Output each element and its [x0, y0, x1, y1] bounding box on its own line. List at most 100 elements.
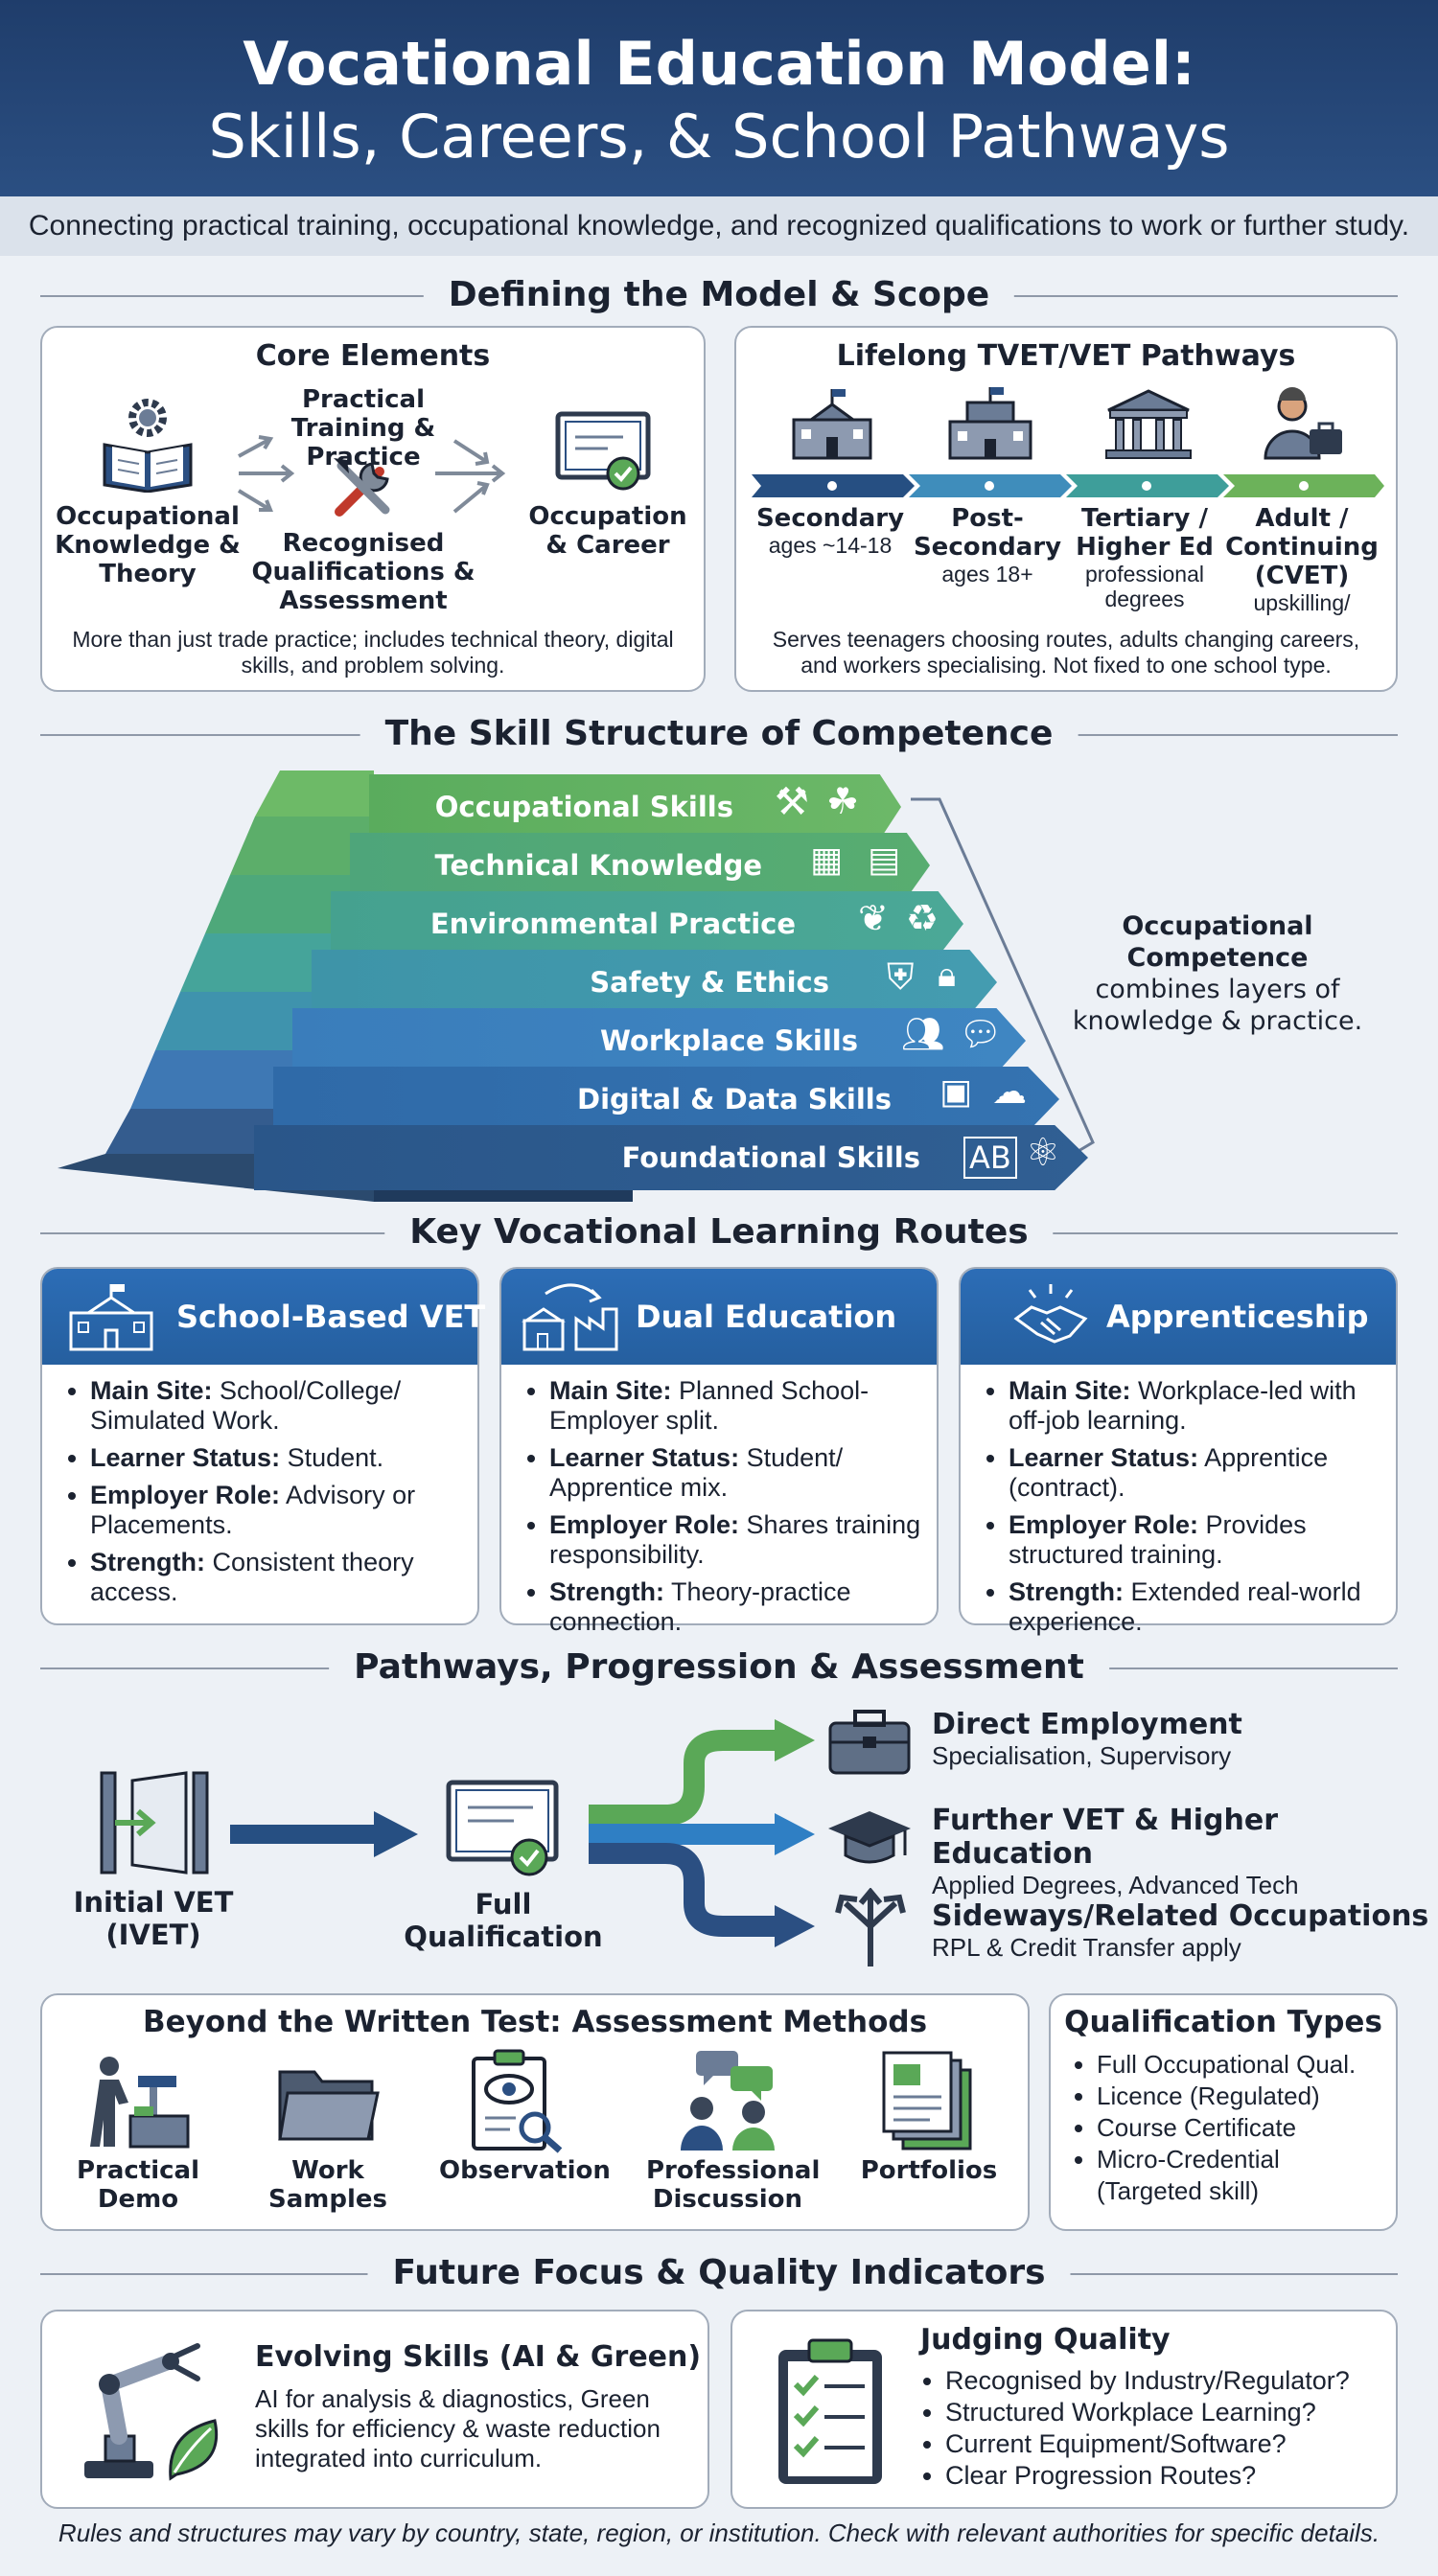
pyramid-layer-occupational: Occupational Skills [369, 774, 901, 840]
method-label: Work Samples [268, 2156, 387, 2214]
lifelong-note: Serves teenagers choosing routes, adults… [772, 627, 1360, 678]
route-detail-item: Learner Status: Apprentice (contract). [1009, 1443, 1380, 1503]
section-title: Future Focus & Quality Indicators [367, 2250, 1071, 2296]
checklist-clipboard-icon [778, 2338, 882, 2484]
calculator-icon: ▤ [868, 840, 901, 880]
practical-demo-icon [90, 2057, 190, 2149]
layer-label: Occupational Skills [434, 791, 733, 823]
full-qualification-label: Full Qualification [404, 1888, 603, 1953]
tools-icon [334, 458, 390, 517]
outcome-sideways: Sideways/Related Occupations RPL & Credi… [932, 1899, 1428, 1963]
occupational-knowledge-label: Occupational Knowledge & Theory [55, 502, 241, 588]
leaf-icon: ❦ [858, 897, 889, 939]
stage-name: Post-Secondary [913, 504, 1062, 562]
qual-type-item: Licence (Regulated) [1097, 2081, 1384, 2112]
outcome-subtitle: RPL & Credit Transfer apply [932, 1933, 1241, 1962]
tools-icon: ⚒ [775, 780, 809, 824]
split-arrows-icon [835, 1888, 906, 1966]
outcome-subtitle: Specialisation, Supervisory [932, 1741, 1232, 1770]
stage-name: Adult / Continuing (CVET) [1225, 504, 1379, 590]
practical-training-label: Practical Training & Practice [290, 385, 436, 472]
stage-detail: upskilling/ [1253, 590, 1351, 615]
layer-label: Safety & Ethics [590, 966, 829, 999]
university-building-icon [1105, 389, 1192, 459]
lock-icon: 🔒︎ [938, 955, 957, 995]
stage-detail: ages 18+ [941, 562, 1033, 586]
certificate-icon [555, 411, 651, 491]
route-card-school-based: School-Based VET Main Site: School/Colle… [40, 1267, 485, 1625]
stage-detail: professional degrees [1084, 562, 1205, 611]
route-header: School-Based VET [42, 1269, 485, 1365]
chart-icon: ▦ [810, 840, 844, 880]
core-elements-note: More than just trade practice; includes … [72, 627, 674, 678]
route-detail-item: Learner Status: Student/ Apprentice mix. [549, 1443, 921, 1503]
observation-icon [472, 2049, 563, 2153]
team-icon: 👥︎ [901, 1015, 945, 1054]
stage-adult: Adult / Continuing (CVET) upskilling/ [1223, 504, 1380, 615]
qual-types-title: Qualification Types [1064, 2005, 1382, 2039]
route-card-dual-education: Dual Education Main Site: Planned School… [499, 1267, 939, 1636]
qual-type-item: Full Occupational Qual. [1097, 2049, 1384, 2081]
initial-vet-label: Initial VET (IVET) [73, 1886, 234, 1951]
handshake-icon [1013, 1284, 1088, 1344]
quality-item: Recognised by Industry/Regulator? [945, 2365, 1405, 2397]
method-label: Practical Demo [76, 2156, 200, 2214]
page-title-line1: Vocational Education Model: [243, 29, 1195, 99]
route-title: Apprenticeship [1106, 1299, 1369, 1335]
route-card-apprenticeship: Apprenticeship Main Site: Workplace-led … [959, 1267, 1398, 1636]
stage-name: Tertiary / Higher Ed [1076, 504, 1214, 562]
section-title: The Skill Structure of Competence [360, 711, 1078, 757]
evolving-skills-text: AI for analysis & diagnostics, Green ski… [255, 2384, 661, 2472]
stage-post-secondary: Post-Secondary ages 18+ [909, 504, 1066, 586]
outcome-subtitle: Applied Degrees, Advanced Tech [932, 1871, 1299, 1899]
layer-label: Workplace Skills [600, 1024, 858, 1057]
route-details: Main Site: Workplace-led with off-job le… [984, 1376, 1380, 1644]
folder-icon [278, 2070, 380, 2141]
book-gear-icon [103, 399, 193, 493]
assessment-methods-card: Beyond the Written Test: Assessment Meth… [40, 1993, 1030, 2231]
certificate-icon [446, 1780, 559, 1876]
stage-detail: ages ~14-18 [768, 533, 893, 558]
section-heading-skill-structure: The Skill Structure of Competence [40, 711, 1398, 757]
judging-quality-card: Judging Quality Recognised by Industry/R… [731, 2310, 1398, 2509]
shield-icon: ⛨ [887, 955, 915, 998]
recycle-icon: ♻ [906, 897, 939, 939]
alphabet-icon: AB [963, 1137, 1017, 1179]
discussion-icon [681, 2051, 775, 2150]
progress-arrow [230, 1811, 418, 1857]
qual-types-list: Full Occupational Qual. Licence (Regulat… [1072, 2049, 1384, 2207]
route-detail-item: Employer Role: Provides structured train… [1009, 1510, 1380, 1570]
core-elements-card: Core Elements Occupational Knowledge & T… [40, 326, 706, 692]
outcome-title: Direct Employment [932, 1708, 1242, 1741]
route-detail-item: Main Site: Workplace-led with off-job le… [1009, 1376, 1380, 1436]
section-heading-routes: Key Vocational Learning Routes [40, 1209, 1398, 1255]
chip-icon: ▣ [939, 1072, 973, 1112]
quality-item: Clear Progression Routes? [945, 2460, 1405, 2492]
page-subtitle: Connecting practical training, occupatio… [0, 196, 1438, 256]
method-label: Observation [439, 2156, 611, 2185]
qualification-types-card: Qualification Types Full Occupational Qu… [1049, 1993, 1398, 2231]
layer-label: Technical Knowledge [434, 849, 762, 882]
stage-tertiary: Tertiary / Higher Ed professional degree… [1066, 504, 1223, 611]
pyramid-layer-safety: Safety & Ethics [312, 950, 997, 1015]
route-detail-item: Learner Status: Student. [90, 1443, 462, 1473]
pyramid-layer-foundational: Foundational Skills [254, 1125, 1088, 1190]
route-detail-item: Strength: Extended real-world experience… [1009, 1577, 1380, 1637]
judging-quality-list: Recognised by Industry/Regulator? Struct… [920, 2365, 1405, 2492]
pyramid-layer-digital: Digital & Data Skills [273, 1067, 1059, 1132]
section-heading-pathways: Pathways, Progression & Assessment [40, 1644, 1398, 1690]
route-header: Dual Education [501, 1269, 937, 1365]
route-title: School-Based VET [176, 1299, 486, 1335]
adult-learner-icon [1264, 387, 1342, 460]
evolving-skills-card: Evolving Skills (AI & Green) AI for anal… [40, 2310, 709, 2509]
judging-quality-title: Judging Quality [920, 2323, 1171, 2357]
pathway-branch-arrows [589, 1719, 815, 1947]
section-title: Key Vocational Learning Routes [384, 1209, 1054, 1255]
graduation-cap-icon [828, 1811, 911, 1864]
method-label: Professional Discussion [646, 2156, 821, 2214]
briefcase-icon [828, 1710, 911, 1775]
outcome-direct-employment: Direct Employment Specialisation, Superv… [932, 1708, 1242, 1771]
outcome-further-vet: Further VET & Higher Education Applied D… [932, 1804, 1438, 1900]
core-flow-arrows [237, 435, 506, 514]
